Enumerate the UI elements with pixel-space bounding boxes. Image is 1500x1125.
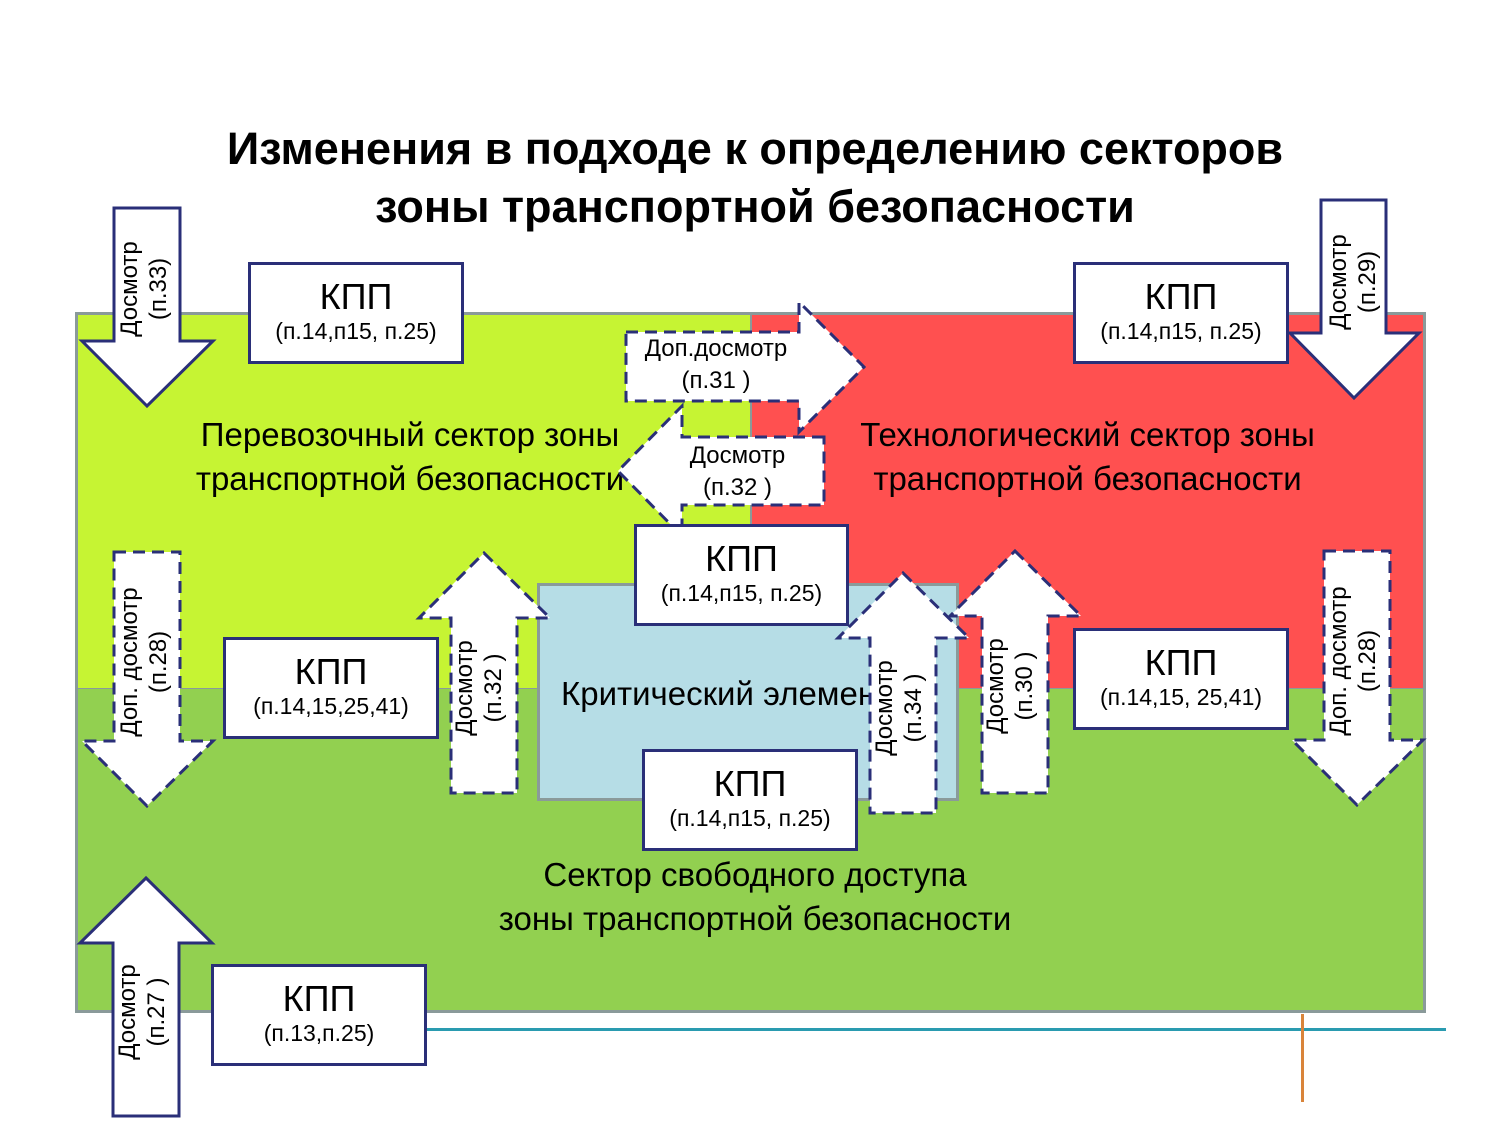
- arrow-label-inspection-33: Досмотр (п.33): [116, 241, 172, 337]
- technological-sector-label: Технологический сектор зоны транспортной…: [860, 416, 1315, 497]
- arrow-down-icon: [1288, 549, 1427, 808]
- arrow-label-inspection-32-up: Досмотр (п.32 ): [451, 640, 507, 736]
- page-title: Изменения в подходе к определению сектор…: [0, 120, 1500, 236]
- arrow-up-icon: [76, 875, 216, 1118]
- arrow-label-inspection-32-top: Досмотр (п.32 ): [689, 442, 786, 501]
- arrow-up-icon: [946, 548, 1085, 795]
- accent-line: [420, 1028, 1446, 1031]
- free-access-sector-label: Сектор свободного доступа зоны транспорт…: [498, 856, 1012, 937]
- checkpoint-box: КПП (п.13,п.25): [211, 964, 427, 1066]
- transport-sector-label: Перевозочный сектор зоны транспортной бе…: [195, 416, 625, 497]
- arrow-down-icon: [1286, 198, 1423, 401]
- title-line-1: Изменения в подходе к определению сектор…: [226, 123, 1284, 174]
- arrow-up-icon: [415, 550, 554, 795]
- checkpoint-box: КПП (п.14,п15, п.25): [248, 262, 464, 364]
- checkpoint-box: КПП (п.14,15,25,41): [223, 637, 439, 739]
- arrow-label-extra-inspection-31: Доп.досмотр (п.31 ): [644, 335, 788, 394]
- arrow-label-inspection-29: Досмотр (п.29): [1325, 234, 1381, 330]
- arrow-label-inspection-34: Досмотр (п.34 ): [871, 660, 927, 756]
- arrow-label-inspection-30: Досмотр (п.30 ): [982, 638, 1038, 734]
- arrow-down-icon: [78, 206, 217, 409]
- checkpoint-box: КПП (п.14,п15, п.25): [642, 749, 858, 851]
- arrow-left-icon: [615, 402, 826, 540]
- critical-element-label: Критический элемент: [561, 675, 892, 712]
- checkpoint-box: КПП (п.14,п15, п.25): [634, 524, 849, 626]
- checkpoint-box: КПП (п.14,15, 25,41): [1073, 628, 1289, 730]
- arrow-down-icon: [78, 550, 217, 809]
- orange-line: [1301, 1014, 1304, 1102]
- arrow-right-icon: [624, 298, 867, 436]
- arrow-label-inspection-27: Досмотр (п.27 ): [114, 964, 170, 1060]
- title-line-2: зоны транспортной безопасности: [375, 181, 1135, 232]
- arrow-label-extra-inspection-28-left: Доп. досмотр (п.28): [116, 587, 172, 737]
- checkpoint-box: КПП (п.14,п15, п.25): [1073, 262, 1289, 364]
- arrow-up-icon: [834, 570, 973, 815]
- arrow-label-extra-inspection-28-right: Доп. досмотр (п.28): [1325, 586, 1381, 736]
